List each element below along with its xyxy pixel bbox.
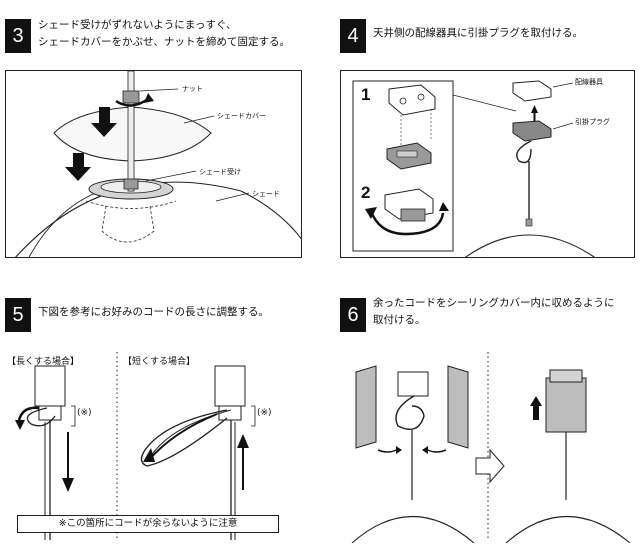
step-4-text: 天井側の配線器具に引掛プラグを取付ける。 [373, 25, 583, 42]
step-4-panel: 1 2 配線器具 引掛プラグ [340, 70, 635, 258]
label-wiring-fixture: 配線器具 [575, 78, 603, 86]
mark-right: (※) [257, 408, 272, 418]
label-shade-cover: シェードカバー [217, 112, 266, 120]
step-5-number: 5 [5, 298, 31, 332]
step-3-illustration [15, 71, 301, 257]
step-6-panel [340, 350, 635, 543]
step-5-illustration [15, 352, 256, 540]
step-6-illustration [351, 352, 631, 543]
step-4-line-1: 天井側の配線器具に引掛プラグを取付ける。 [373, 27, 583, 39]
step-3-panel: ナット シェードカバー シェード受け シェード [5, 70, 302, 258]
step-3-number: 3 [5, 19, 31, 53]
label-shade: シェード [252, 190, 280, 198]
fig-1-label: 1 [361, 85, 371, 104]
step-3-line-1: シェード受けがずれないようにまっすぐ、 [38, 19, 237, 31]
step-4-illustration [352, 80, 595, 257]
step-6-line-1: 余ったコードをシーリングカバー内に収めるように [373, 297, 615, 309]
label-longer: 【長くする場合】 [7, 357, 80, 367]
step-5-panel: 【長くする場合】 【短くする場合】 (※) (※) ※この箇所にコードが余らない… [5, 350, 302, 543]
cord-note: ※この箇所にコードが余らないように注意 [17, 515, 279, 533]
step-5-text: 下図を参考にお好みのコードの長さに調整する。 [38, 304, 269, 321]
mark-left: (※) [77, 408, 92, 418]
step-6-number: 6 [340, 298, 366, 332]
fig-2-label: 2 [361, 183, 371, 202]
step-6-line-2: 取付ける。 [373, 314, 426, 326]
label-shade-holder: シェード受け [199, 168, 241, 176]
step-4-number: 4 [340, 19, 366, 53]
step-5-line-1: 下図を参考にお好みのコードの長さに調整する。 [38, 306, 269, 318]
label-hook-plug: 引掛プラグ [575, 118, 610, 126]
label-shorter: 【短くする場合】 [123, 357, 196, 367]
step-3-text: シェード受けがずれないようにまっすぐ、 シェードカバーをかぶせ、ナットを締めて固… [38, 17, 290, 51]
step-3-line-2: シェードカバーをかぶせ、ナットを締めて固定する。 [38, 36, 290, 48]
step-6-text: 余ったコードをシーリングカバー内に収めるように 取付ける。 [373, 295, 615, 329]
label-nut: ナット [182, 85, 203, 93]
